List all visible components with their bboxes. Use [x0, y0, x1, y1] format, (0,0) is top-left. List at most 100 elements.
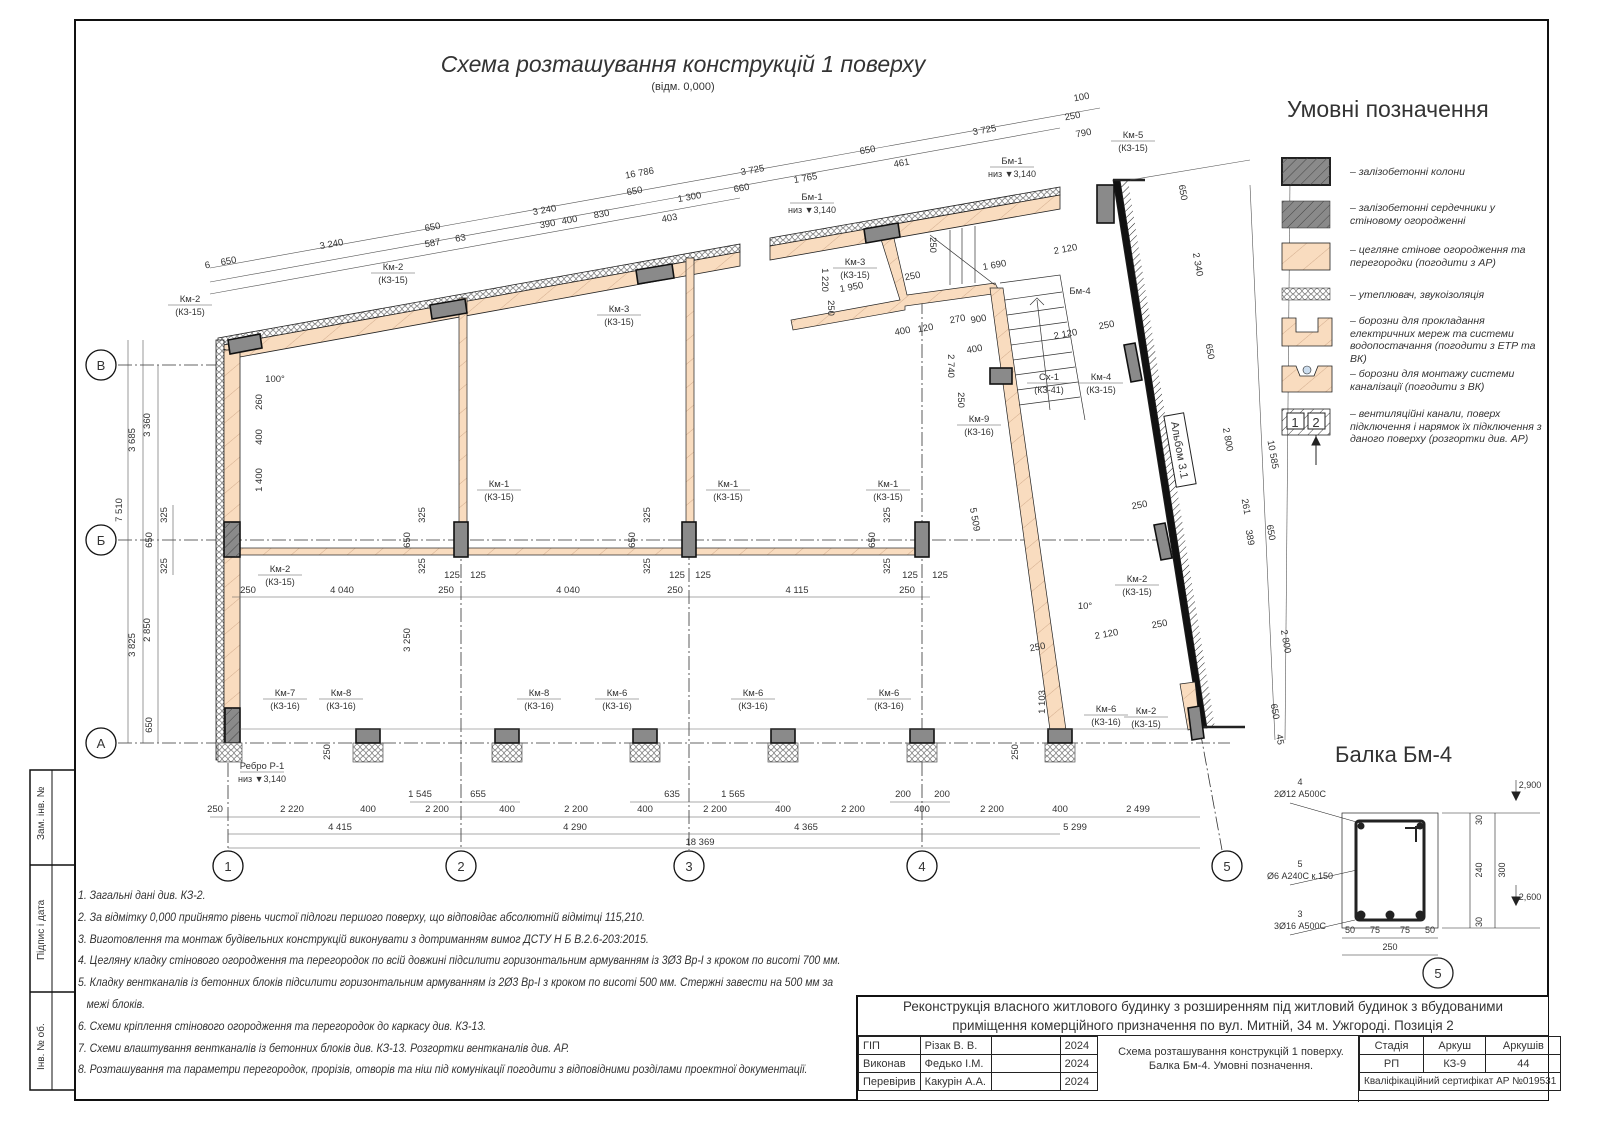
legend-item-text: – залізобетонні сердечники у стіновому о…	[1350, 202, 1496, 227]
mark-ref: (КЗ-15)	[604, 317, 634, 327]
sheet-frame	[74, 19, 1549, 1101]
axis-bubble-3: А	[85, 727, 117, 759]
mark-ref: (КЗ-41)	[1034, 385, 1064, 395]
dimension-label: 403	[661, 212, 679, 226]
dimension-label: 3 250	[402, 628, 413, 652]
dimension-label: 400	[254, 429, 265, 445]
element-mark: Км-6 (КЗ-16)	[867, 688, 911, 711]
element-mark: Км-1(КЗ-15)	[706, 479, 750, 502]
legend-item-text: – залізобетонні колони	[1350, 166, 1465, 178]
dimension-label: 7 510	[114, 498, 125, 522]
mark-ref: (КЗ-16)	[1091, 717, 1121, 727]
dimension-label: 650	[626, 185, 644, 199]
note: 1. Загальні дані див. КЗ-2.	[78, 888, 206, 902]
dimension-label: 325	[642, 507, 653, 523]
dimension-label: 250	[438, 585, 454, 596]
axis-bubble-1: 1	[212, 850, 244, 882]
dimension-label: 125	[470, 570, 486, 581]
axis-label: Б	[97, 533, 106, 548]
element-mark: Км-2(КЗ-15)	[168, 294, 212, 317]
mark-ref: (КЗ-15)	[378, 275, 408, 285]
mark-label: Км-8	[529, 688, 550, 699]
sheet-header: Аркуш	[1423, 1036, 1487, 1055]
dimension-label: 400	[966, 343, 984, 357]
dimension-label: 63	[454, 232, 466, 245]
name: Какурін А.А.	[919, 1072, 992, 1091]
dimension-label: 125	[902, 570, 918, 581]
section-dim: 50	[1425, 925, 1435, 935]
mark-ref: низ ▼3,140	[988, 169, 1036, 179]
element-mark: Км-5(КЗ-15)	[1111, 130, 1155, 153]
dimension-label: 200	[934, 789, 950, 800]
dimension-label: 325	[417, 507, 428, 523]
mark-label: Км-2	[1127, 574, 1148, 585]
dimension-label: 100°	[265, 374, 285, 385]
dimension-label: 4 040	[556, 585, 580, 596]
dimension-label: 4 415	[328, 822, 352, 833]
brick-wall-swatch	[1281, 242, 1331, 271]
axis-label: 2	[457, 859, 464, 874]
dimension-label: 390	[539, 218, 557, 232]
element-mark: Сх-1(КЗ-41)	[1027, 372, 1071, 395]
dimension-label: 250	[1029, 641, 1047, 655]
dimension-label: 650	[1176, 184, 1190, 202]
mark-label: Км-6	[879, 688, 900, 699]
note: 7. Схеми влаштування вентканалів із бето…	[78, 1040, 570, 1055]
year: 2024	[1059, 1036, 1098, 1055]
dimension-label: 325	[417, 558, 428, 574]
dimension-label: 660	[733, 182, 751, 196]
dimension-label: 2 800	[1278, 629, 1293, 654]
dimension-label: 2 200	[425, 804, 449, 815]
stamp-label: Зам. інв. №	[36, 786, 47, 840]
section-width: 250	[1382, 942, 1397, 952]
project-title: Реконструкція власного житлового будинку…	[858, 997, 1548, 1036]
legend-item-text: – цегляне стінове огородження та перегор…	[1350, 244, 1526, 269]
dimension-label: 400	[914, 804, 930, 815]
dimension-label: 2 200	[980, 804, 1004, 815]
dimension-label: 1 220	[819, 268, 830, 292]
dimension-label: 650	[1264, 524, 1278, 542]
mark-label: Км-2	[180, 294, 201, 305]
element-mark: Км-8(КЗ-16)	[517, 688, 561, 711]
dimension-label: 900	[970, 313, 988, 327]
year: 2024	[1059, 1072, 1098, 1091]
sheets-header: Аркушів	[1485, 1036, 1562, 1055]
dimension-label: 260	[254, 394, 265, 410]
dimension-label: 6	[204, 260, 211, 272]
dimension-lines	[127, 107, 1291, 849]
axis-label: 4	[918, 859, 925, 874]
name: Різак В. В.	[919, 1036, 992, 1055]
edge-columns-row-a	[217, 728, 1190, 763]
callout-position: 4	[1297, 777, 1302, 787]
drawing-title: Схема розташування конструкцій 1 поверху	[441, 51, 927, 77]
dimension-label: 2 120	[1094, 627, 1119, 642]
axis-bubble-3: 3	[673, 850, 705, 882]
dimension-label: 250	[1098, 319, 1116, 333]
mark-ref: (КЗ-15)	[840, 270, 870, 280]
dimension-label: 3 240	[319, 237, 344, 252]
dimension-label: 18 369	[685, 837, 714, 848]
dimension-label: 3 725	[740, 163, 765, 178]
dimension-label: 790	[1075, 127, 1093, 141]
dimension-label: 389	[1243, 529, 1257, 547]
dimension-label: 10°	[1078, 601, 1093, 612]
dimension-label: 325	[882, 558, 893, 574]
dimension-label: 650	[867, 532, 878, 548]
mark-ref: (КЗ-16)	[874, 701, 904, 711]
mark-label: Км-3	[609, 304, 630, 315]
dimension-label: 4 115	[785, 585, 808, 596]
dimension-label: 650	[220, 255, 238, 269]
dimension-label: 125	[669, 570, 685, 581]
axis-label: В	[97, 358, 106, 373]
dimension-label: 2 120	[1053, 242, 1078, 257]
note: межі блоків.	[86, 996, 146, 1011]
dimension-label: 2 200	[703, 804, 727, 815]
dimension-label: 250	[825, 300, 836, 316]
legend-item-text: – борозни для прокладання електричних ме…	[1350, 315, 1536, 365]
dimension-label: 100	[1073, 91, 1091, 105]
